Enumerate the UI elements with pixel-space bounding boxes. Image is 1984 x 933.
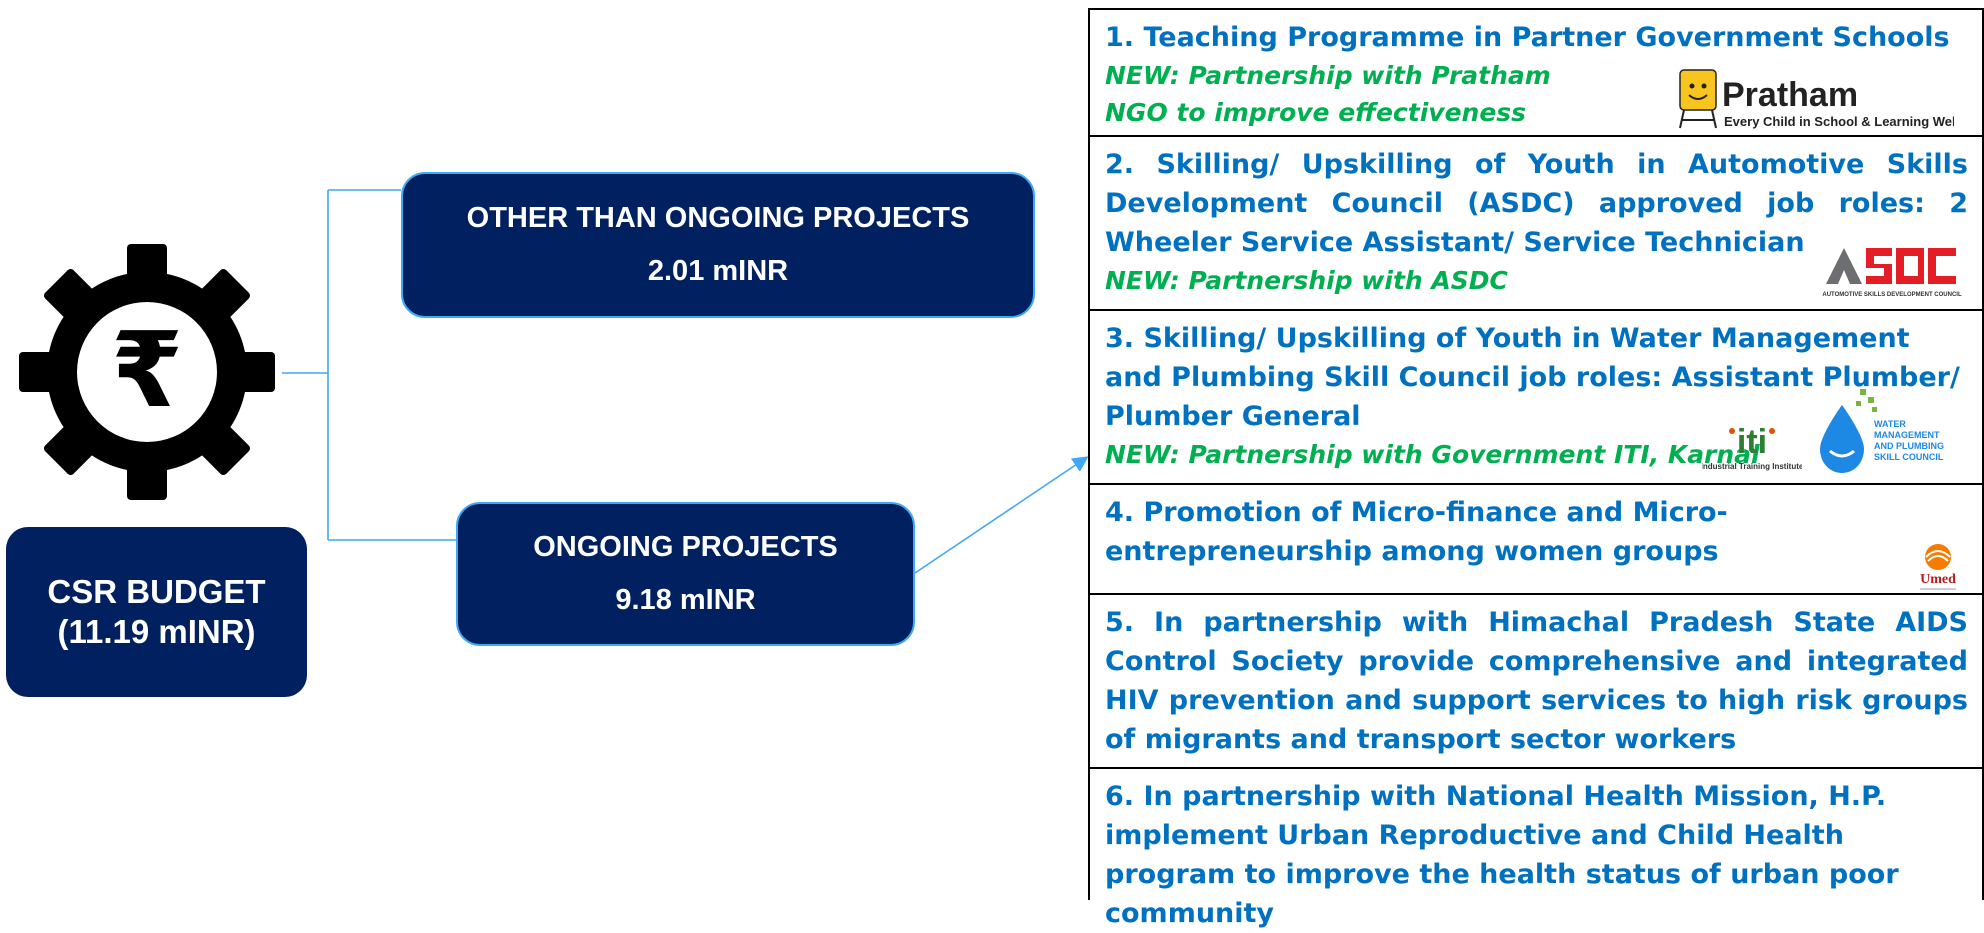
project-item-3: 3. Skilling/ Upskilling of Youth in Wate… xyxy=(1090,311,1982,485)
other-projects-amount: 2.01 mINR xyxy=(647,255,789,287)
csr-budget-box: CSR BUDGET (11.19 mINR) xyxy=(6,527,307,697)
project-item-3-text: 3. Skilling/ Upskilling of Youth in Wate… xyxy=(1105,323,1960,432)
water-logo-line-3: AND PLUMBING xyxy=(1874,441,1944,451)
asdc-logo: AUTOMOTIVE SKILLS DEVELOPMENT COUNCIL xyxy=(1822,248,1962,298)
project-item-2-new-line: NEW: Partnership with ASDC xyxy=(1105,266,1508,295)
project-item-1-new-line-2: NGO to improve effectiveness xyxy=(1105,98,1527,127)
pratham-logo: Pratham Every Child in School & Learning… xyxy=(1679,69,1954,129)
csr-budget-title: CSR BUDGET xyxy=(47,573,266,610)
project-item-1-text: 1. Teaching Programme in Partner Governm… xyxy=(1105,22,1950,53)
water-logo-line-1: WATER xyxy=(1874,419,1906,429)
other-projects-title: OTHER THAN ONGOING PROJECTS xyxy=(466,202,970,234)
ongoing-projects-amount: 9.18 mINR xyxy=(615,584,756,616)
other-projects-box: OTHER THAN ONGOING PROJECTS 2.01 mINR xyxy=(401,172,1035,318)
pratham-logo-name: Pratham xyxy=(1722,76,1858,114)
project-item-2: 2. Skilling/ Upskilling of Youth in Auto… xyxy=(1090,137,1982,311)
ongoing-projects-box: ONGOING PROJECTS 9.18 mINR xyxy=(456,502,915,646)
asdc-logo-tagline: AUTOMOTIVE SKILLS DEVELOPMENT COUNCIL xyxy=(1822,292,1962,298)
iti-logo: iti Industrial Training Institute xyxy=(1702,423,1802,471)
project-item-4-text: 4. Promotion of Micro-finance and Micro-… xyxy=(1105,497,1728,567)
gear-rupee-icon: ₹ xyxy=(19,244,275,500)
ongoing-projects-title: ONGOING PROJECTS xyxy=(533,531,838,563)
water-logo-line-2: MANAGEMENT xyxy=(1874,430,1940,440)
iti-logo-tagline: Industrial Training Institute xyxy=(1702,462,1802,471)
project-item-4: 4. Promotion of Micro-finance and Micro-… xyxy=(1090,485,1982,595)
project-item-6-text: 6. In partnership with National Health M… xyxy=(1105,781,1899,929)
project-item-2-text: 2. Skilling/ Upskilling of Youth in Auto… xyxy=(1105,149,1968,258)
svg-text:₹: ₹ xyxy=(111,309,183,431)
project-item-5-text: 5. In partnership with Himachal Pradesh … xyxy=(1105,607,1968,755)
project-item-3-new-line: NEW: Partnership with Government ITI, Ka… xyxy=(1105,440,1760,469)
project-list-panel: 1. Teaching Programme in Partner Governm… xyxy=(1088,8,1984,929)
iti-logo-name: iti xyxy=(1737,423,1767,461)
project-item-1-new-line-1: NEW: Partnership with Pratham xyxy=(1105,61,1551,90)
csr-budget-amount: (11.19 mINR) xyxy=(57,613,256,650)
project-item-5: 5. In partnership with Himachal Pradesh … xyxy=(1090,595,1982,769)
pratham-logo-tagline: Every Child in School & Learning Well xyxy=(1724,114,1954,129)
water-management-logo: WATER MANAGEMENT AND PLUMBING SKILL COUN… xyxy=(1820,389,1944,473)
umed-logo: Umed xyxy=(1920,544,1956,590)
project-item-6: 6. In partnership with National Health M… xyxy=(1090,769,1982,929)
water-logo-line-4: SKILL COUNCIL xyxy=(1874,452,1944,462)
project-item-1: 1. Teaching Programme in Partner Governm… xyxy=(1090,10,1982,137)
umed-logo-name: Umed xyxy=(1920,572,1956,587)
